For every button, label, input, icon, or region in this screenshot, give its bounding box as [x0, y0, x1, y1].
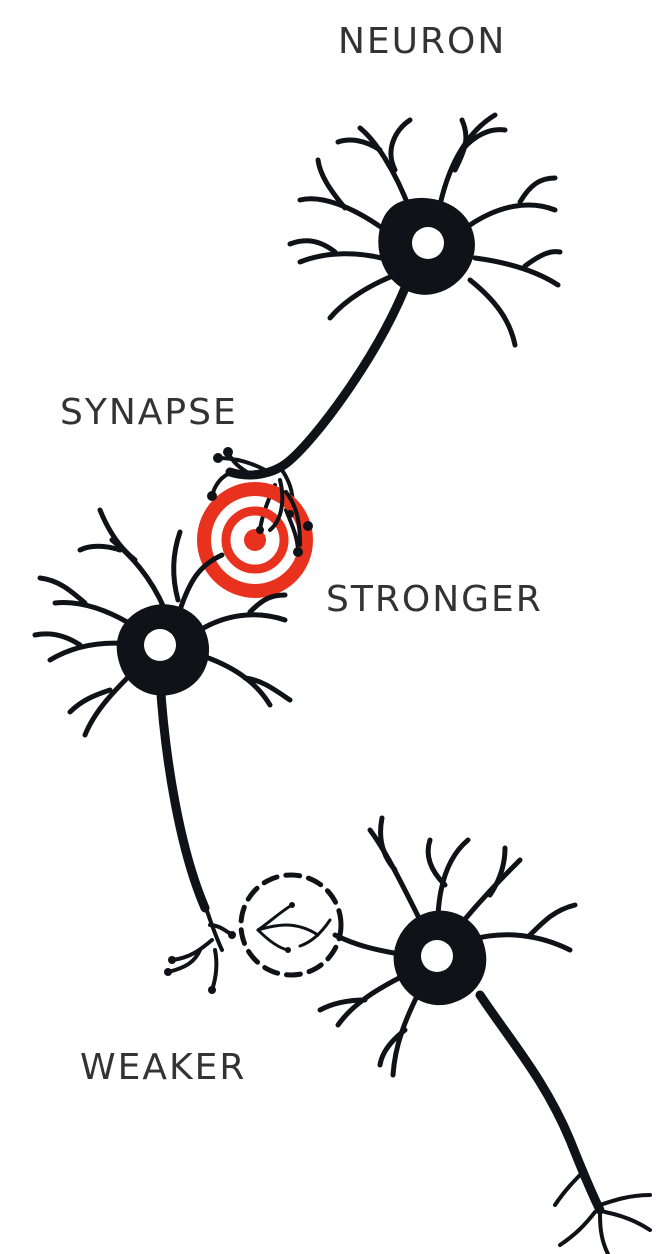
weak-synapse-icon	[241, 875, 341, 975]
stronger-label: STRONGER	[326, 582, 543, 618]
axon-terminals-middle	[168, 905, 232, 990]
synapse-label: SYNAPSE	[60, 395, 238, 431]
nucleus-top	[412, 227, 444, 259]
weaker-label: WEAKER	[80, 1050, 246, 1086]
neuron-middle	[35, 510, 290, 994]
axon-top	[230, 288, 405, 475]
nucleus-bottom	[421, 940, 453, 972]
nucleus-middle	[144, 629, 176, 661]
neuron-label: NEURON	[338, 24, 506, 60]
terminal-bulbs-middle	[164, 931, 236, 994]
axon-bottom	[480, 995, 600, 1210]
strong-synapse-icon	[204, 489, 306, 591]
axon-middle	[160, 680, 205, 908]
neuron-bottom	[320, 818, 650, 1254]
